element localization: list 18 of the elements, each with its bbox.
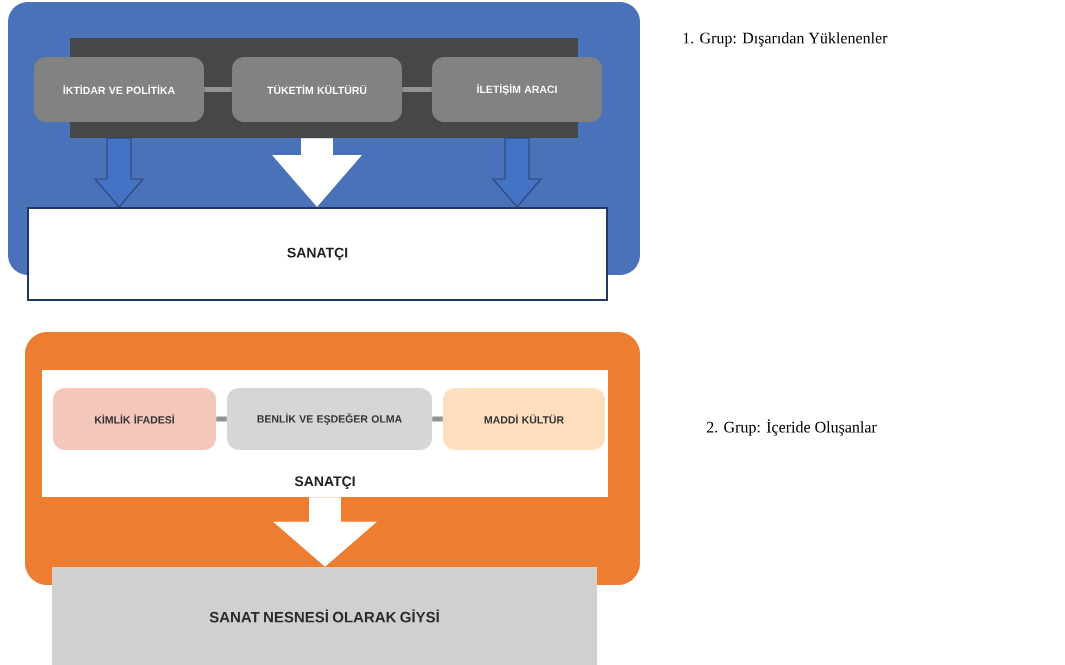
text-box: SANATÇI [27, 207, 608, 301]
block-arrow [272, 138, 362, 207]
text-box: SANAT NESNESİ OLARAK GİYSİ [52, 567, 597, 665]
list-item: 1. Grup: Dışarıdan Yüklenenler [683, 32, 888, 47]
rounded-box: İKTİDAR VE POLİTİKA [34, 57, 204, 122]
rounded-box: MADDİ KÜLTÜR [443, 388, 605, 450]
block-arrow [273, 497, 377, 567]
rounded-box: KİMLİK İFADESİ [53, 388, 216, 450]
block-arrow [491, 137, 543, 208]
rounded-box: BENLİK VE EŞDEĞER OLMA [227, 388, 432, 450]
rounded-box: TÜKETİM KÜLTÜRÜ [232, 57, 402, 122]
connector-line [432, 416, 443, 422]
block-arrow [93, 137, 145, 208]
connector-line [204, 87, 232, 92]
connector-line [216, 416, 227, 422]
list-item: 2. Grup: İçeride Oluşanlar [706, 419, 877, 436]
rounded-box: İLETİŞİM ARACI [432, 57, 602, 122]
connector-line [402, 87, 432, 92]
